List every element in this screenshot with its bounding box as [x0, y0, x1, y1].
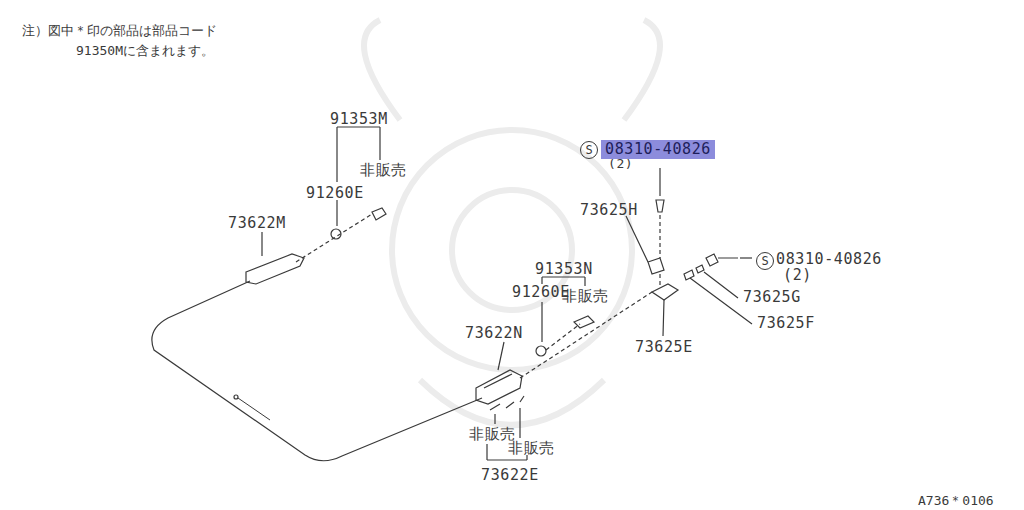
part-number: 91353N	[535, 262, 593, 277]
standard-part-symbol: S	[580, 141, 598, 159]
not-for-sale: 非販売	[562, 289, 609, 304]
part-number: 91260E	[306, 186, 364, 201]
symbol-letter: S	[585, 144, 592, 156]
part-number: 73622N	[465, 326, 523, 341]
part-number: 91353M	[330, 112, 388, 127]
part-number: 73625G	[743, 290, 801, 305]
note-text: 注）図中＊印の部品は部品コード	[22, 24, 217, 37]
standard-part-symbol: S	[756, 252, 774, 270]
part-number: 73625E	[635, 340, 693, 355]
not-for-sale: 非販売	[469, 427, 516, 442]
note-text: 91350Mに含まれます。	[76, 44, 214, 57]
watermark	[364, 20, 660, 425]
highlighted-part-number: 08310-40826	[601, 140, 715, 159]
part-number: 08310-40826	[776, 252, 882, 267]
part-number: 73625F	[757, 316, 815, 331]
quantity: (2)	[783, 268, 812, 283]
figure-code: A736＊0106	[918, 494, 994, 507]
part-number: 91260E	[512, 285, 570, 300]
part-number: 08310-40826	[605, 142, 711, 157]
not-for-sale: 非販売	[508, 441, 555, 456]
symbol-letter: S	[761, 255, 768, 267]
part-number: 73625H	[580, 203, 638, 218]
not-for-sale: 非販売	[360, 163, 407, 178]
part-number: 73622E	[481, 468, 539, 483]
part-number: 73622M	[228, 216, 286, 231]
